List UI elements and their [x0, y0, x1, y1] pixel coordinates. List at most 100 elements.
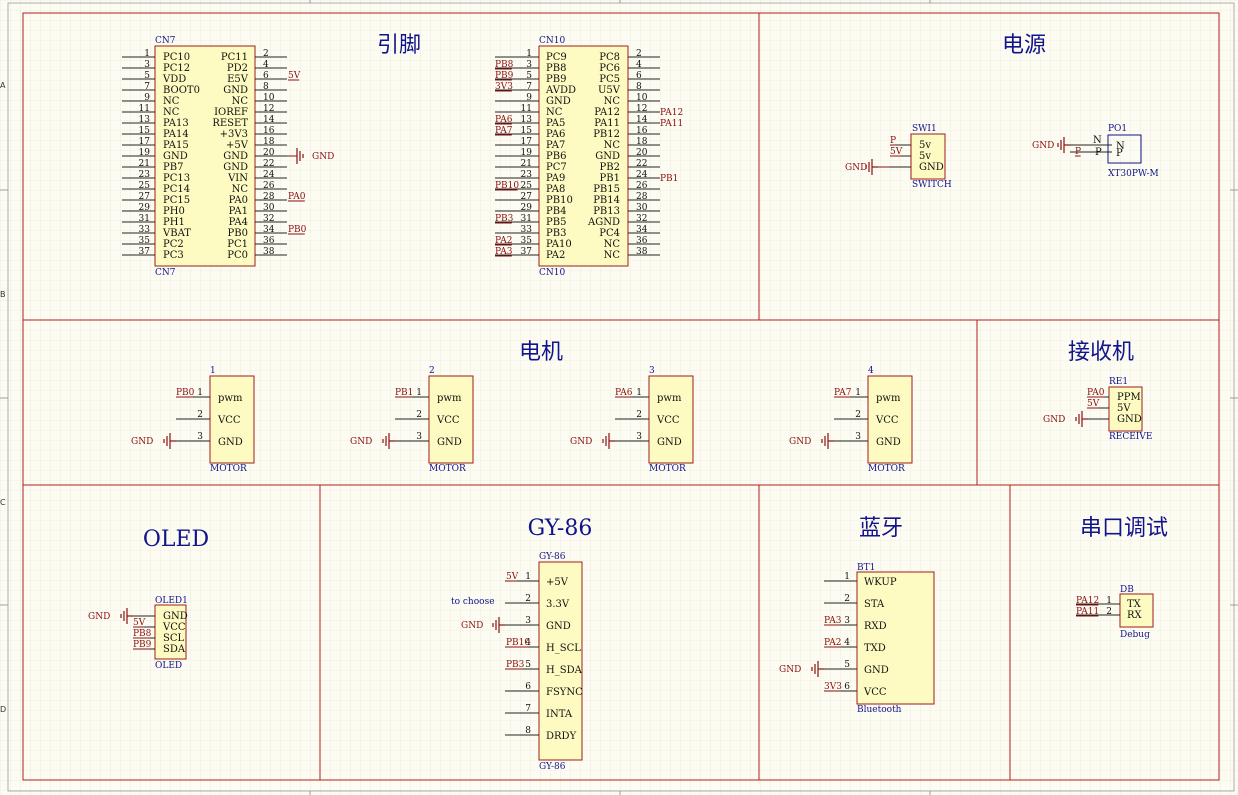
net-label: PA11 [1076, 607, 1099, 617]
pin-number: 10 [263, 93, 275, 103]
pin-name: PA14 [163, 129, 189, 140]
pin-name: PA11 [594, 118, 620, 129]
motor-designator: 2 [429, 366, 435, 376]
pin-name: GND [919, 162, 944, 173]
oled-designator: OLED1 [155, 596, 188, 606]
gy86-designator: GY-86 [539, 552, 566, 562]
pin-name: PB7 [163, 162, 183, 173]
pin-name: NC [604, 239, 621, 250]
pin-name: PA5 [546, 118, 565, 129]
pin-number: 29 [521, 203, 533, 213]
pin-name: PB6 [546, 151, 566, 162]
pin-name: PC4 [599, 228, 620, 239]
pin-label: P [1095, 147, 1102, 158]
net-label: PB0 [288, 225, 307, 235]
outer-frame [7, 2, 1235, 792]
pin-name: PA12 [594, 107, 620, 118]
zone-label: D [0, 705, 6, 714]
pin-name: 5V [1117, 403, 1131, 414]
pin-number: 35 [521, 236, 533, 246]
pin-name: PC14 [163, 184, 190, 195]
net-label: 3V3 [824, 682, 842, 692]
pin-name: RX [1127, 610, 1143, 621]
pin-name: PB3 [546, 228, 566, 239]
pin-name: PH0 [163, 206, 185, 217]
oled-footer: OLED [155, 661, 182, 671]
pin-number: 17 [521, 137, 533, 147]
pin-number: 11 [139, 104, 150, 114]
debug-designator: DB [1120, 585, 1134, 595]
net-label: GND [779, 665, 801, 675]
pin-name: VBAT [162, 228, 191, 239]
pin-name: PC1 [227, 239, 248, 250]
pin-number: 17 [139, 137, 151, 147]
pin-name: U5V [598, 85, 621, 96]
pin-name: +5V [226, 140, 249, 151]
pin-number: 8 [636, 82, 642, 92]
pin-number: 30 [636, 203, 648, 213]
pin-number: 1 [526, 49, 532, 59]
pin-name: 3.3V [546, 599, 570, 610]
pin-number: 25 [521, 181, 533, 191]
net-label: PA7 [495, 126, 513, 136]
cn10-designator: CN10 [539, 36, 565, 46]
pin-number: 2 [844, 594, 850, 604]
pin-number: 24 [263, 170, 275, 180]
pin-name: NC [232, 96, 249, 107]
pin-name: STA [864, 599, 885, 610]
net-label: PA6 [495, 115, 513, 125]
net-label: P [1075, 147, 1081, 157]
pin-name: pwm [437, 393, 462, 404]
pin-name: VCC [875, 415, 899, 426]
pin-number: 15 [521, 126, 533, 136]
pin-number: 34 [636, 225, 648, 235]
pin-name: WKUP [864, 577, 897, 588]
motor-body [648, 375, 694, 464]
pin-name: P [1116, 148, 1123, 159]
pin-number: 1 [855, 388, 861, 398]
net-label: GND [131, 437, 153, 447]
pin-name: PPM [1117, 392, 1141, 403]
cn7-body [154, 45, 256, 267]
pin-number: 20 [263, 148, 275, 158]
pin-name: FSYNC [546, 687, 583, 698]
pin-name: PB12 [593, 129, 620, 140]
pin-number: 7 [144, 82, 150, 92]
pin-number: 21 [521, 159, 532, 169]
pin-number: 2 [525, 594, 531, 604]
pin-name: PC5 [599, 74, 620, 85]
pin-name: GND [864, 665, 889, 676]
pin-name: pwm [657, 393, 682, 404]
pin-number: 26 [263, 181, 275, 191]
debug-footer: Debug [1120, 630, 1150, 640]
net-label: P [890, 136, 896, 146]
net-label: PB8 [495, 60, 514, 70]
pin-name: SDA [163, 644, 186, 655]
pin-name: PA0 [229, 195, 248, 206]
net-label: 3V3 [495, 82, 513, 92]
net-label: PA12 [660, 108, 683, 118]
xt30-footer: XT30PW-M [1108, 169, 1159, 179]
pin-name: pwm [876, 393, 901, 404]
pin-number: 8 [263, 82, 269, 92]
net-label: PA7 [834, 388, 852, 398]
bt-designator: BT1 [857, 563, 875, 573]
pin-number: 5 [144, 71, 150, 81]
zone-label: A [0, 81, 6, 90]
pin-name: PB2 [600, 162, 620, 173]
section-title-pins: 引脚 [377, 33, 421, 58]
pin-name: VCC [863, 687, 887, 698]
net-label: PB3 [506, 660, 525, 670]
net-label: PB0 [176, 388, 195, 398]
pin-number: 35 [139, 236, 151, 246]
pin-number: 16 [263, 126, 275, 136]
pin-number: 32 [263, 214, 274, 224]
pin-number: 18 [263, 137, 275, 147]
pin-number: 32 [636, 214, 647, 224]
pin-name: GND [1117, 414, 1142, 425]
pin-name: GND [595, 151, 620, 162]
pin-number: 4 [844, 638, 850, 648]
